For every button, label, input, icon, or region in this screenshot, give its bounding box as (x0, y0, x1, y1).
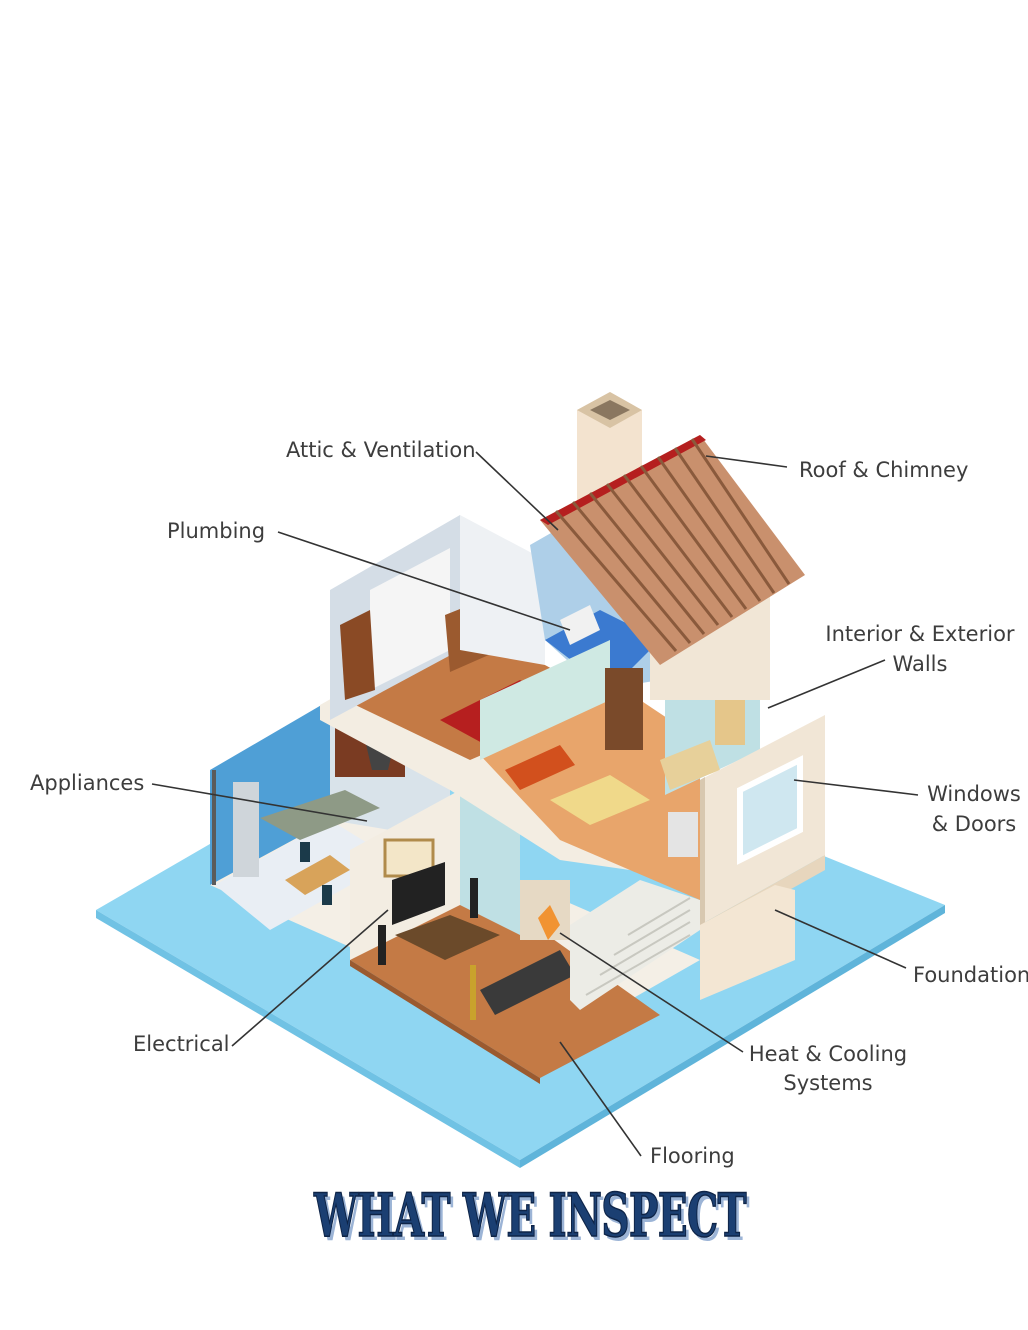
attic-leader (475, 451, 559, 531)
label-windows-line2: & Doors (932, 812, 1017, 836)
page-title-shadow: WHAT WE INSPECT (316, 1185, 750, 1255)
staircase (570, 880, 700, 1010)
label-walls-line1: Interior & Exterior (825, 622, 1014, 646)
rug (550, 775, 650, 825)
living-room (350, 790, 575, 1020)
label-walls-line2: Walls (893, 652, 948, 676)
fridge (233, 782, 259, 877)
plumbing-leader (277, 531, 571, 631)
label-heat-cooling-line1: Heat & Cooling (749, 1042, 907, 1066)
label-foundation: Foundation (913, 963, 1028, 987)
label-plumbing: Plumbing (167, 519, 265, 543)
label-roof-chimney: Roof & Chimney (799, 458, 968, 482)
sofa (480, 950, 575, 1015)
windows-leader (793, 779, 919, 796)
heat-leader (559, 932, 744, 1053)
flooring-leader (559, 1041, 642, 1157)
label-appliances: Appliances (30, 771, 144, 795)
label-windows-line1: Windows (927, 782, 1021, 806)
roof (540, 435, 805, 665)
roof-leader (705, 455, 788, 468)
label-flooring: Flooring (650, 1144, 735, 1168)
foundation (700, 885, 795, 1000)
appliances-leader (151, 783, 368, 822)
label-attic-ventilation: Attic & Ventilation (286, 438, 476, 462)
label-heat-cooling-line2: Systems (783, 1071, 872, 1095)
foundation-leader (774, 909, 907, 969)
label-electrical: Electrical (133, 1032, 230, 1056)
leader-lines (151, 451, 919, 1157)
page-title: WHAT WE INSPECT (313, 1181, 747, 1251)
title-block: WHAT WE INSPECT WHAT WE INSPECT (313, 1180, 751, 1255)
counter (260, 790, 380, 840)
dining-table (285, 855, 350, 895)
walls-leader (767, 659, 886, 709)
callout-labels: Attic & Ventilation Roof & Chimney Plumb… (30, 438, 1028, 1168)
kitchen (210, 700, 450, 905)
electrical-leader (231, 909, 389, 1047)
bedroom (330, 515, 575, 750)
